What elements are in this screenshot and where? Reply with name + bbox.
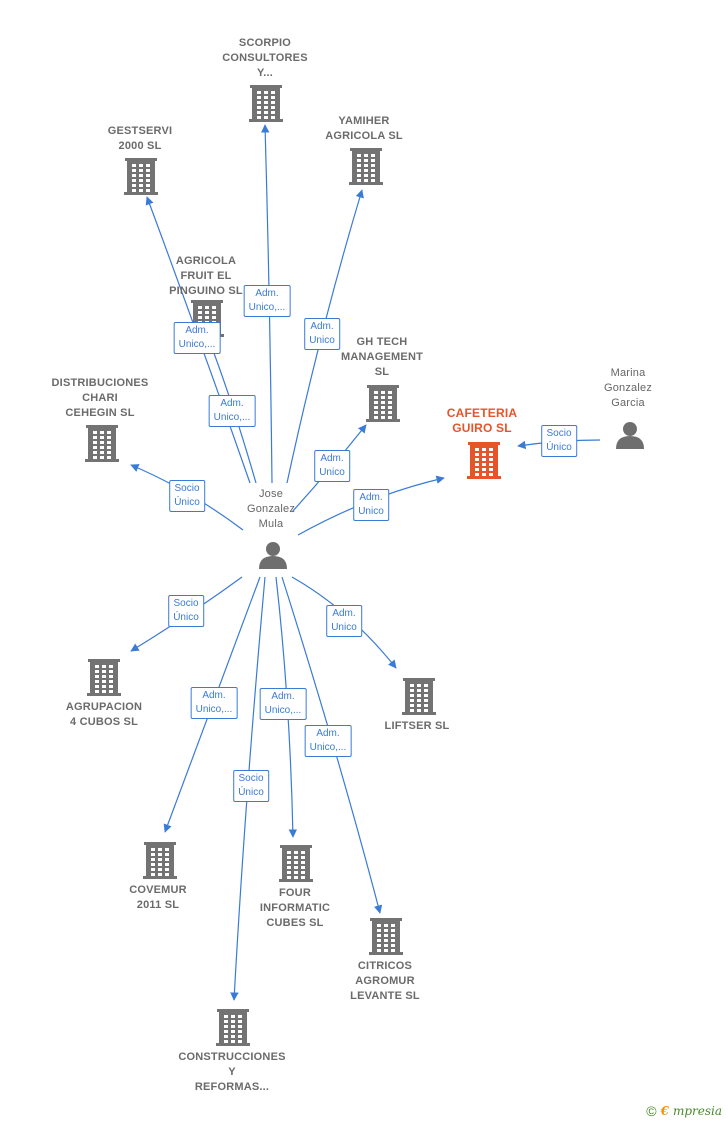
node-label-covemur[interactable]: COVEMUR 2011 SL — [129, 884, 187, 911]
building-icon — [85, 425, 119, 462]
copyright-icon: © — [646, 1103, 657, 1119]
person-icon — [616, 422, 644, 449]
building-icon — [249, 85, 283, 122]
node-label-scorpio[interactable]: SCORPIO CONSULTORES Y... — [222, 37, 308, 79]
building-icon — [124, 158, 158, 195]
edge-label-jose-to-cafeteria[interactable]: Adm. Unico — [353, 489, 389, 521]
node-label-cafeteria[interactable]: CAFETERIA GUIRO SL — [446, 406, 518, 435]
node-label-liftser[interactable]: LIFTSER SL — [384, 720, 450, 732]
building-icon — [216, 1009, 250, 1046]
node-label-distribuciones[interactable]: DISTRIBUCIONES CHARI CEHEGIN SL — [51, 377, 149, 419]
brand-name: mpresia — [672, 1104, 722, 1118]
node-label-agrupacion[interactable]: AGRUPACION 4 CUBOS SL — [65, 701, 143, 728]
edge-label-jose-to-distribuciones[interactable]: Socio Único — [169, 480, 205, 512]
person-icon — [259, 542, 287, 569]
edge-label-jose-to-liftser[interactable]: Adm. Unico — [326, 605, 362, 637]
edge-label-jose-to-agricola[interactable]: Adm. Unico,... — [208, 395, 256, 427]
building-icon — [143, 842, 177, 879]
node-label-citricos[interactable]: CITRICOS AGROMUR LEVANTE SL — [350, 960, 420, 1002]
edge-label-jose-to-four[interactable]: Adm. Unico,... — [259, 688, 307, 720]
node-label-ghtech[interactable]: GH TECH MANAGEMENT SL — [340, 336, 424, 378]
edge-label-jose-to-scorpio[interactable]: Adm. Unico,... — [243, 285, 291, 317]
node-label-gestservi[interactable]: GESTSERVI 2000 SL — [107, 125, 173, 152]
brand-logo-icon: € — [660, 1104, 669, 1118]
node-label-marina[interactable]: Marina Gonzalez Garcia — [603, 367, 653, 409]
building-icon — [349, 148, 383, 185]
edge-label-marina-to-cafeteria[interactable]: Socio Único — [541, 425, 577, 457]
building-icon — [87, 659, 121, 696]
edge-label-jose-to-agrupacion[interactable]: Socio Único — [168, 595, 204, 627]
building-icon — [402, 678, 436, 715]
edge-label-jose-to-gestservi[interactable]: Adm. Unico,... — [173, 322, 221, 354]
node-label-yamiher[interactable]: YAMIHER AGRICOLA SL — [325, 115, 403, 142]
edge-label-jose-to-ghtech[interactable]: Adm. Unico — [314, 450, 350, 482]
building-icon — [366, 385, 400, 422]
building-icon — [369, 918, 403, 955]
node-label-agricola[interactable]: AGRICOLA FRUIT EL PINGUINO SL — [169, 255, 243, 297]
building-icon — [279, 845, 313, 882]
node-label-four[interactable]: FOUR INFORMATIC CUBES SL — [259, 887, 331, 929]
edge-label-jose-to-construcciones[interactable]: Socio Único — [233, 770, 269, 802]
edge-label-jose-to-citricos[interactable]: Adm. Unico,... — [304, 725, 352, 757]
node-label-jose[interactable]: Jose Gonzalez Mula — [246, 488, 296, 530]
edge-label-jose-to-yamiher[interactable]: Adm. Unico — [304, 318, 340, 350]
brand-footer: © €mpresia — [646, 1103, 722, 1119]
edge-label-jose-to-covemur[interactable]: Adm. Unico,... — [190, 687, 238, 719]
building-icon — [467, 442, 501, 479]
node-label-construcciones[interactable]: CONSTRUCCIONES Y REFORMAS... — [178, 1051, 286, 1093]
